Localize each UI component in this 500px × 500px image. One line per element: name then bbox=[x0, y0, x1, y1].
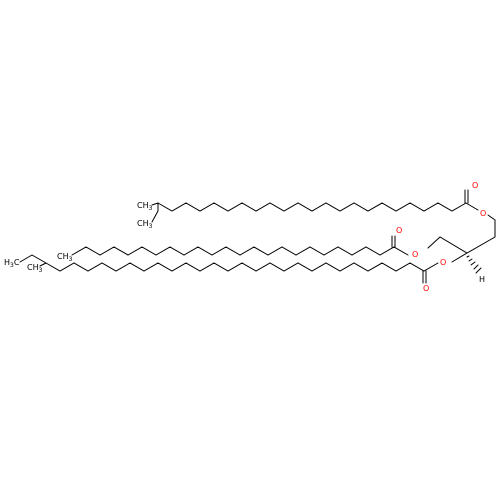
glycerol-to-o-bot bbox=[451, 252, 468, 263]
o-ester-mid-label: O bbox=[412, 250, 418, 259]
top-ch3-upper-label: CH3 bbox=[137, 201, 153, 212]
bot-methyl-bond bbox=[39, 262, 47, 267]
bot-ethyl-to-ch3 bbox=[19, 254, 33, 263]
top-ester-bond bbox=[465, 202, 479, 211]
top-branch-bond-lower bbox=[151, 210, 159, 223]
o-carbonyl-bot-label: O bbox=[423, 284, 429, 293]
o-ester-top-label: O bbox=[480, 209, 486, 218]
bot-ethyl-bond bbox=[31, 254, 47, 264]
glycerol-backbone bbox=[427, 219, 496, 254]
o-carbonyl-mid-label: O bbox=[396, 226, 402, 235]
top-acyl-chain bbox=[157, 202, 467, 212]
top-o-to-glycerol bbox=[487, 214, 496, 221]
mid-acyl-chain bbox=[71, 246, 409, 256]
bot-ch3-label: CH3 bbox=[27, 263, 43, 274]
o-ester-bot-label: O bbox=[440, 258, 446, 267]
stereo-hash-wedge bbox=[466, 255, 482, 274]
top-ch3-lower-label: CH3 bbox=[137, 219, 153, 230]
o-carbonyl-top-label: O bbox=[472, 181, 478, 190]
top-branch-bond-upper bbox=[151, 202, 159, 206]
h-stereo-label: H bbox=[479, 275, 485, 284]
bot-acyl-chain bbox=[45, 262, 439, 272]
mid-ch3-label: CH3 bbox=[57, 252, 73, 263]
bot-h3c-label: H3C bbox=[4, 258, 20, 269]
